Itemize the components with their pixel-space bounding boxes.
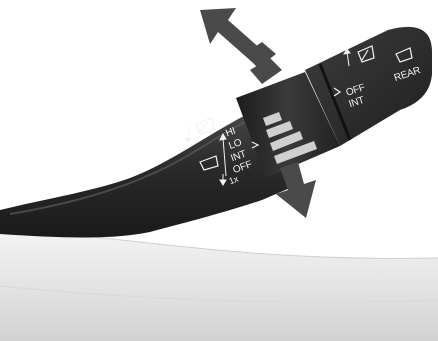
wiper-lever-stalk[interactable] [0, 108, 290, 238]
dashboard-shroud [0, 228, 438, 341]
front-washer-push-arrow [185, 126, 191, 143]
push-up-arrow [200, 8, 282, 84]
front-wiper-icon [196, 118, 214, 134]
